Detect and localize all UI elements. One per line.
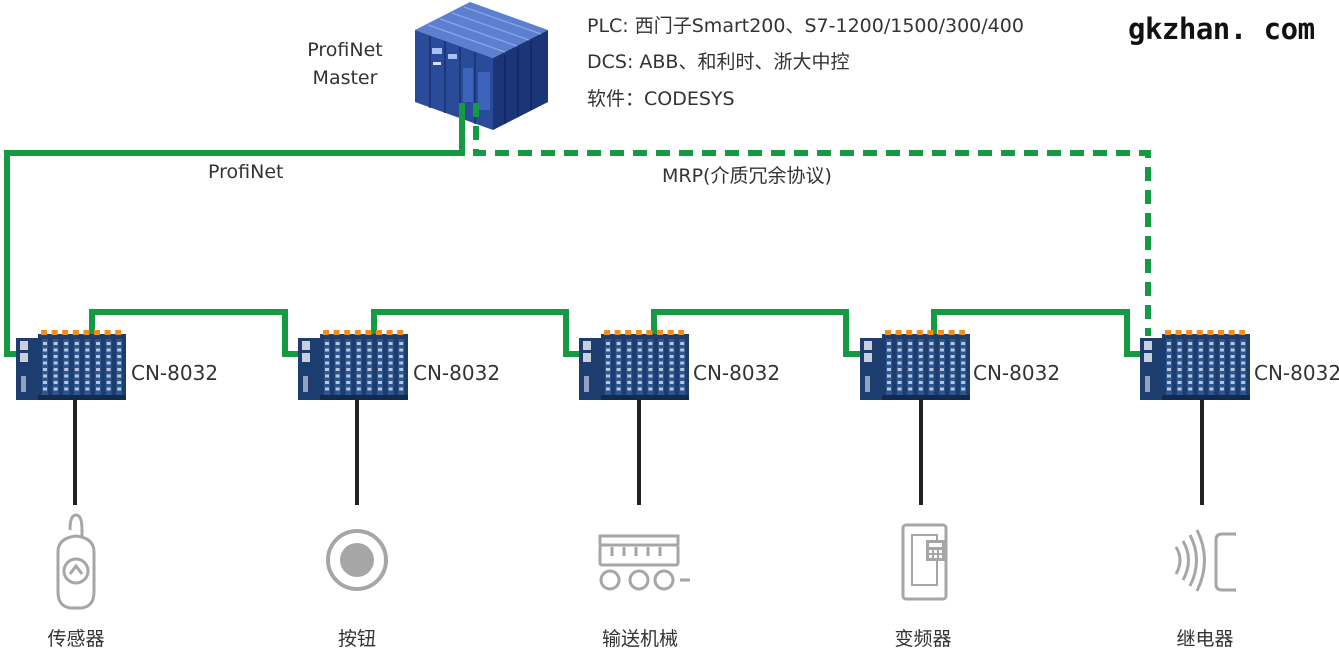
info-software: 软件：CODESYS bbox=[587, 88, 735, 110]
cn-8032-module bbox=[579, 330, 689, 400]
profinet-label: ProfiNet bbox=[208, 161, 284, 183]
inverter-icon bbox=[901, 523, 948, 601]
cn-8032-module bbox=[1140, 330, 1250, 400]
cn-8032-module bbox=[298, 330, 408, 400]
cn-8032-module bbox=[16, 330, 126, 400]
conveyor-icon bbox=[598, 534, 690, 591]
mrp-redundant-ring bbox=[473, 103, 1151, 336]
mrp-label: MRP(介质冗余协议) bbox=[662, 165, 832, 187]
master-label-line2: Master bbox=[312, 67, 378, 89]
info-dcs: DCS: ABB、和利时、浙大中控 bbox=[587, 51, 850, 73]
device-label-relay: 继电器 bbox=[1176, 628, 1234, 650]
module-label: CN-8032 bbox=[693, 361, 781, 385]
device-label-inverter: 变频器 bbox=[894, 628, 952, 650]
plc-rack-icon bbox=[415, 2, 548, 130]
module-label: CN-8032 bbox=[973, 361, 1061, 385]
cn-8032-module bbox=[860, 330, 970, 400]
relay-icon bbox=[1174, 529, 1236, 592]
master-label: ProfiNet Master bbox=[290, 36, 400, 92]
info-plc: PLC: 西门子Smart200、S7-1200/1500/300/400 bbox=[587, 15, 1024, 37]
watermark: gkzhan. com bbox=[1128, 12, 1315, 46]
device-label-conveyor: 输送机械 bbox=[601, 628, 678, 650]
master-label-line1: ProfiNet bbox=[307, 39, 383, 61]
module-label: CN-8032 bbox=[413, 361, 501, 385]
module-label: CN-8032 bbox=[1254, 361, 1339, 385]
module-label: CN-8032 bbox=[131, 361, 219, 385]
device-label-sensor: 传感器 bbox=[47, 628, 105, 650]
profinet-bus bbox=[4, 103, 1141, 357]
drop-lines bbox=[73, 400, 1204, 505]
sensor-icon bbox=[56, 513, 96, 610]
device-label-button: 按钮 bbox=[337, 628, 376, 650]
button-icon bbox=[326, 529, 388, 591]
